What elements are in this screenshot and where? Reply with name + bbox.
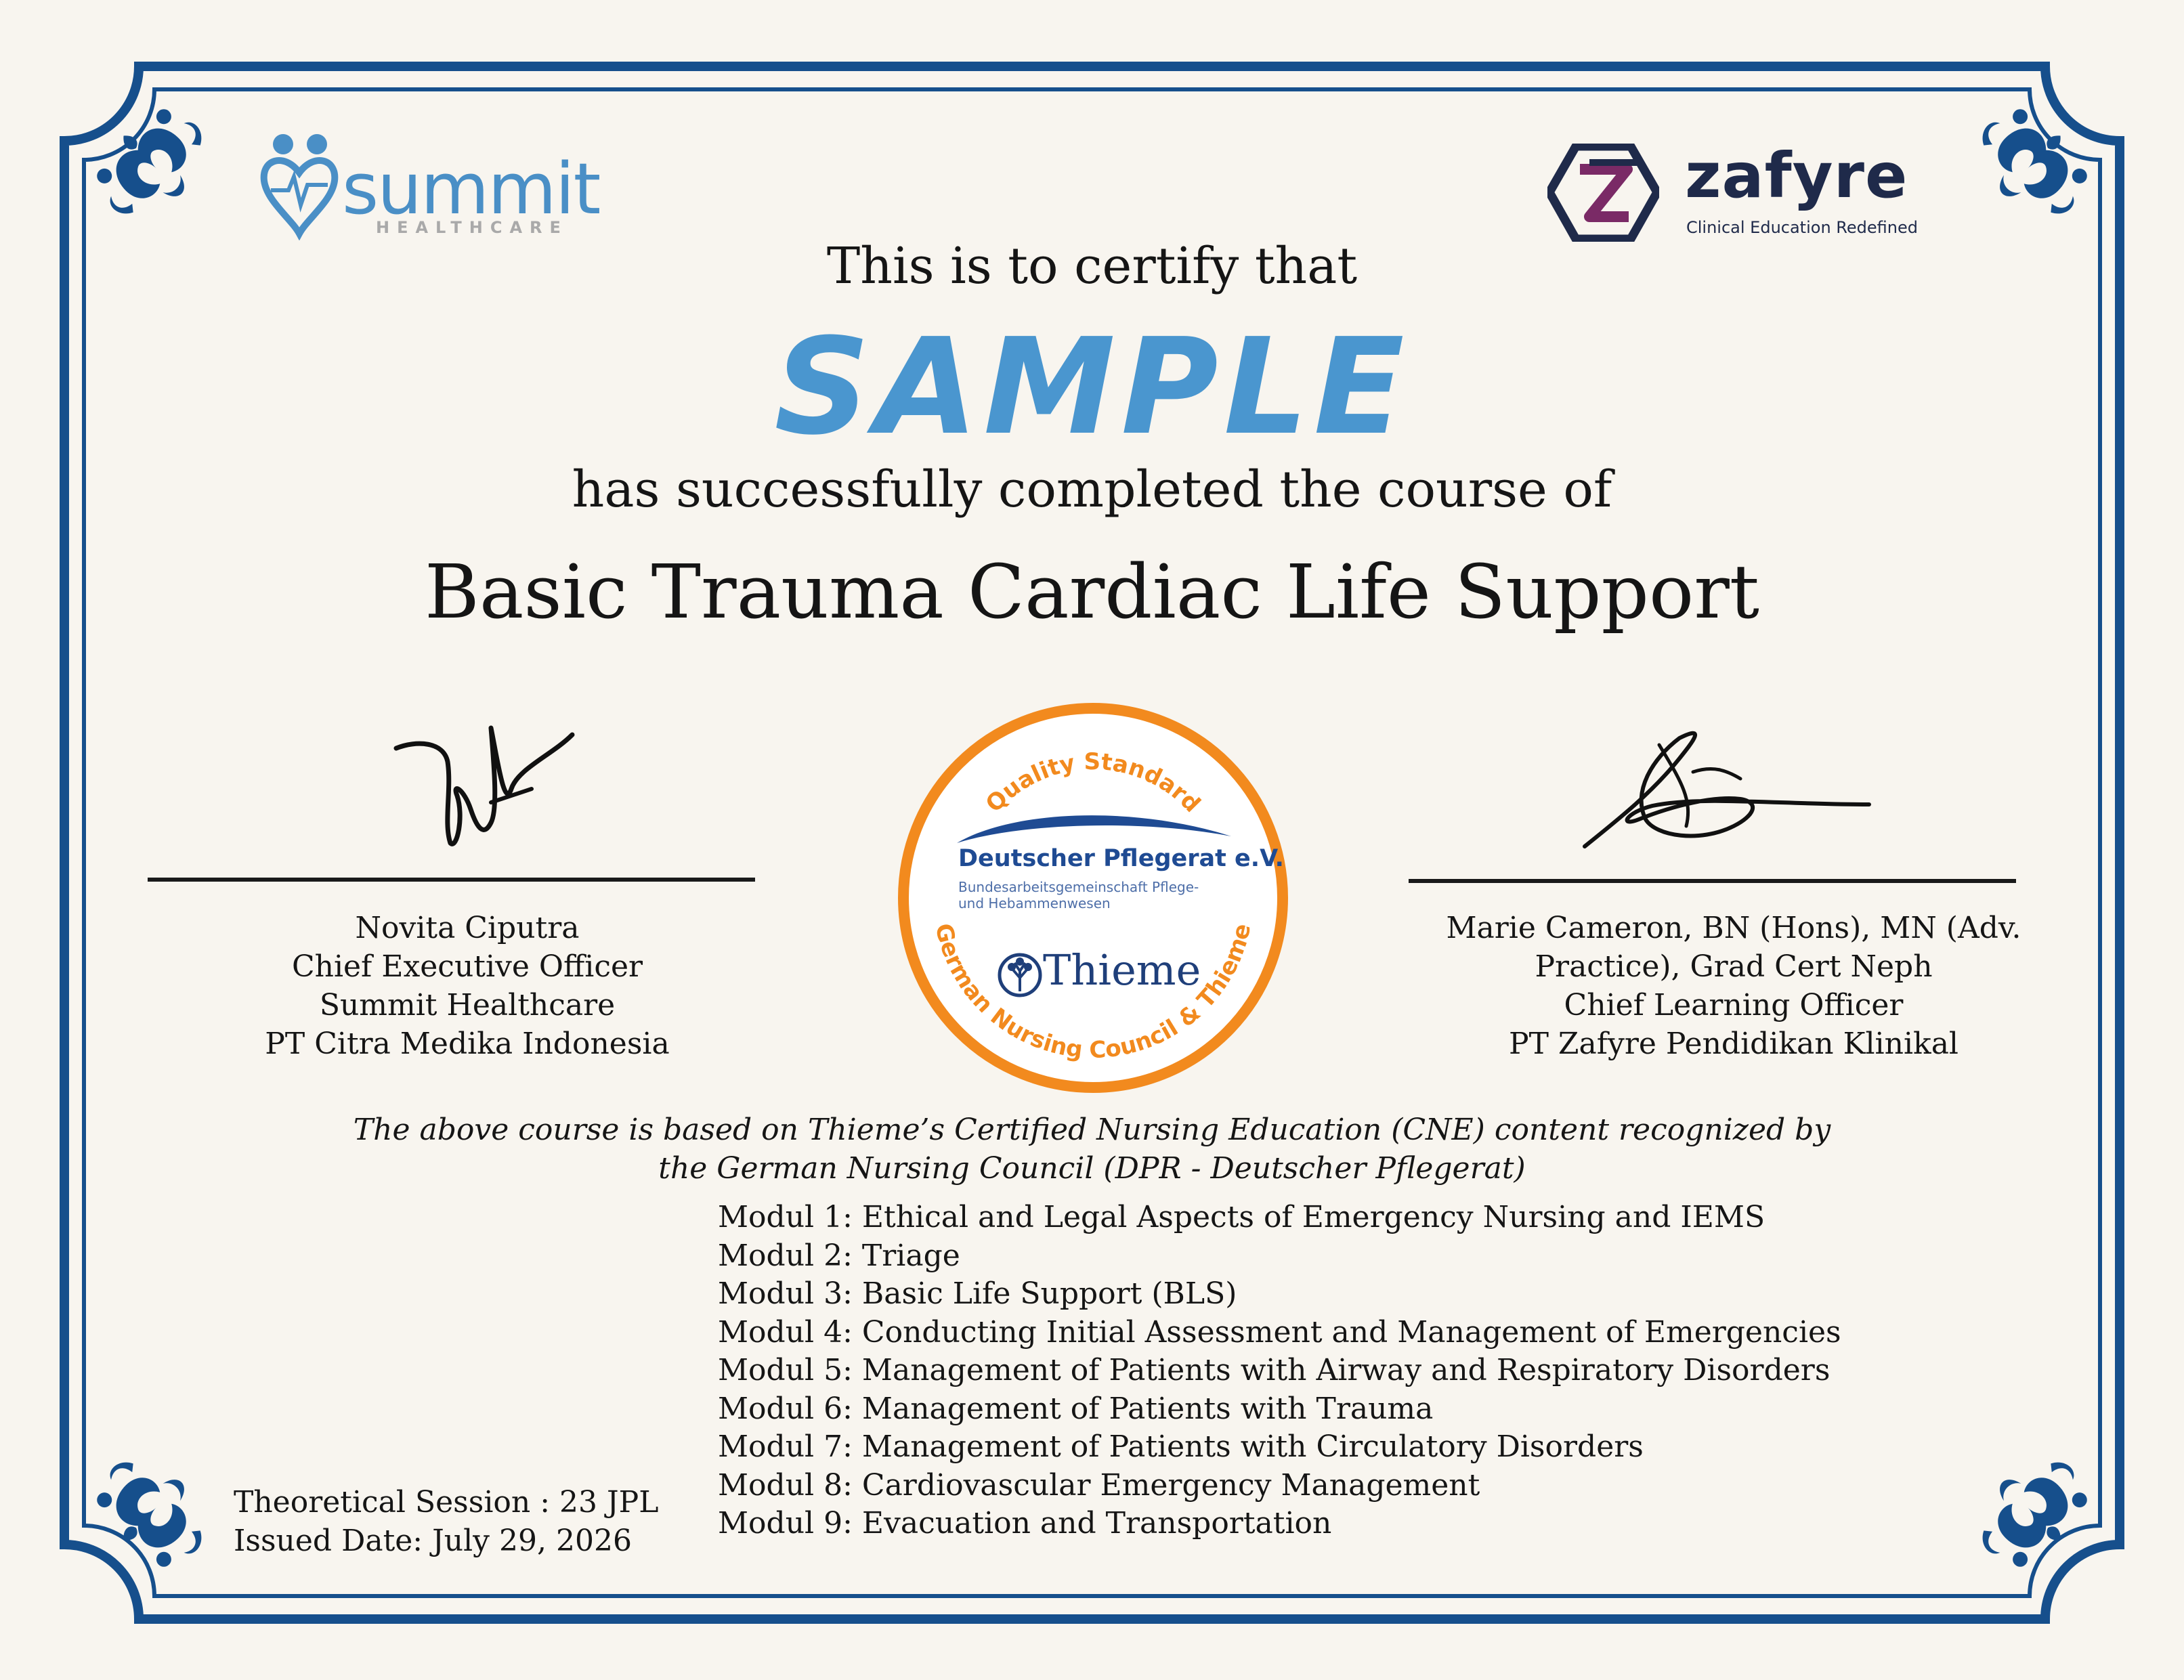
module-item: Modul 5: Management of Patients with Air… [718, 1353, 1830, 1387]
left-signatory-org: Summit Healthcare [319, 988, 616, 1022]
left-signatory-title: Chief Executive Officer [291, 949, 643, 984]
module-item: Modul 4: Conducting Initial Assessment a… [718, 1314, 1841, 1350]
dpr-subtitle-line-2: und Hebammenwesen [958, 895, 1111, 911]
right-signatory: Marie Cameron, BN (Hons), MN (Adv. Pract… [1429, 909, 2038, 1063]
dpr-subtitle-line-1: Bundesarbeitsgemeinschaft Pflege- [958, 879, 1199, 895]
left-signature-line [148, 878, 755, 882]
module-item: Modul 6: Management of Patients with Tra… [718, 1391, 1434, 1426]
module-item: Modul 3: Basic Life Support (BLS) [718, 1276, 1237, 1311]
zafyre-logo-name: zafyre [1685, 139, 1908, 212]
course-basis-note: The above course is based on Thieme’s Ce… [0, 1111, 2184, 1188]
issued-date: Issued Date: July 29, 2026 [234, 1524, 632, 1558]
dpr-name: Deutscher Pflegerat e.V. [958, 845, 1284, 872]
zafyre-logo-tagline: Clinical Education Redefined [1686, 218, 1918, 237]
quality-seal: Quality Standard German Nursing Council … [898, 703, 1288, 1093]
left-signatory-name: Novita Ciputra [355, 911, 580, 945]
module-item: Modul 1: Ethical and Legal Aspects of Em… [718, 1200, 1765, 1234]
zafyre-hexagon-icon [1547, 144, 1659, 242]
module-item: Modul 7: Management of Patients with Cir… [718, 1429, 1644, 1464]
thieme-name: Thieme [1043, 945, 1201, 995]
thieme-tree-icon [998, 953, 1042, 997]
summit-logo-name: summit [342, 148, 601, 230]
right-signatory-title: Chief Learning Officer [1564, 988, 1904, 1022]
module-item: Modul 8: Cardiovascular Emergency Manage… [718, 1467, 1480, 1503]
note-line-1: The above course is based on Thieme’s Ce… [353, 1113, 1831, 1147]
recipient-name: SAMPLE [774, 310, 1410, 465]
right-signatory-name-line-2: Practice), Grad Cert Neph [1535, 949, 1933, 984]
right-signature-line [1409, 879, 2016, 883]
summit-heart-icon [260, 134, 339, 240]
certify-intro: This is to certify that [826, 237, 1358, 295]
theoretical-session: Theoretical Session : 23 JPL [234, 1485, 659, 1520]
course-title: Basic Trauma Cardiac Life Support [425, 548, 1759, 635]
left-signatory: Novita Ciputra Chief Executive Officer S… [163, 909, 772, 1063]
module-item: Modul 9: Evacuation and Transportation [718, 1506, 1332, 1541]
right-signature-image [1583, 731, 1871, 848]
right-signatory-name-line-1: Marie Cameron, BN (Hons), MN (Adv. [1446, 911, 2021, 945]
note-line-2: the German Nursing Council (DPR - Deutsc… [658, 1151, 1526, 1186]
left-signature-image [393, 725, 575, 846]
summit-logo-tagline: HEALTHCARE [376, 218, 568, 237]
session-info: Theoretical Session : 23 JPL Issued Date… [234, 1483, 658, 1560]
ornament-scroll-icon [1961, 94, 2102, 236]
left-signatory-company: PT Citra Medika Indonesia [265, 1027, 670, 1061]
module-list: Modul 1: Ethical and Legal Aspects of Em… [718, 1199, 1841, 1543]
ornament-scroll-icon [82, 94, 223, 236]
completion-statement: has successfully completed the course of [572, 460, 1612, 519]
module-item: Modul 2: Triage [718, 1238, 960, 1273]
right-signatory-company: PT Zafyre Pendidikan Klinikal [1508, 1027, 1959, 1061]
